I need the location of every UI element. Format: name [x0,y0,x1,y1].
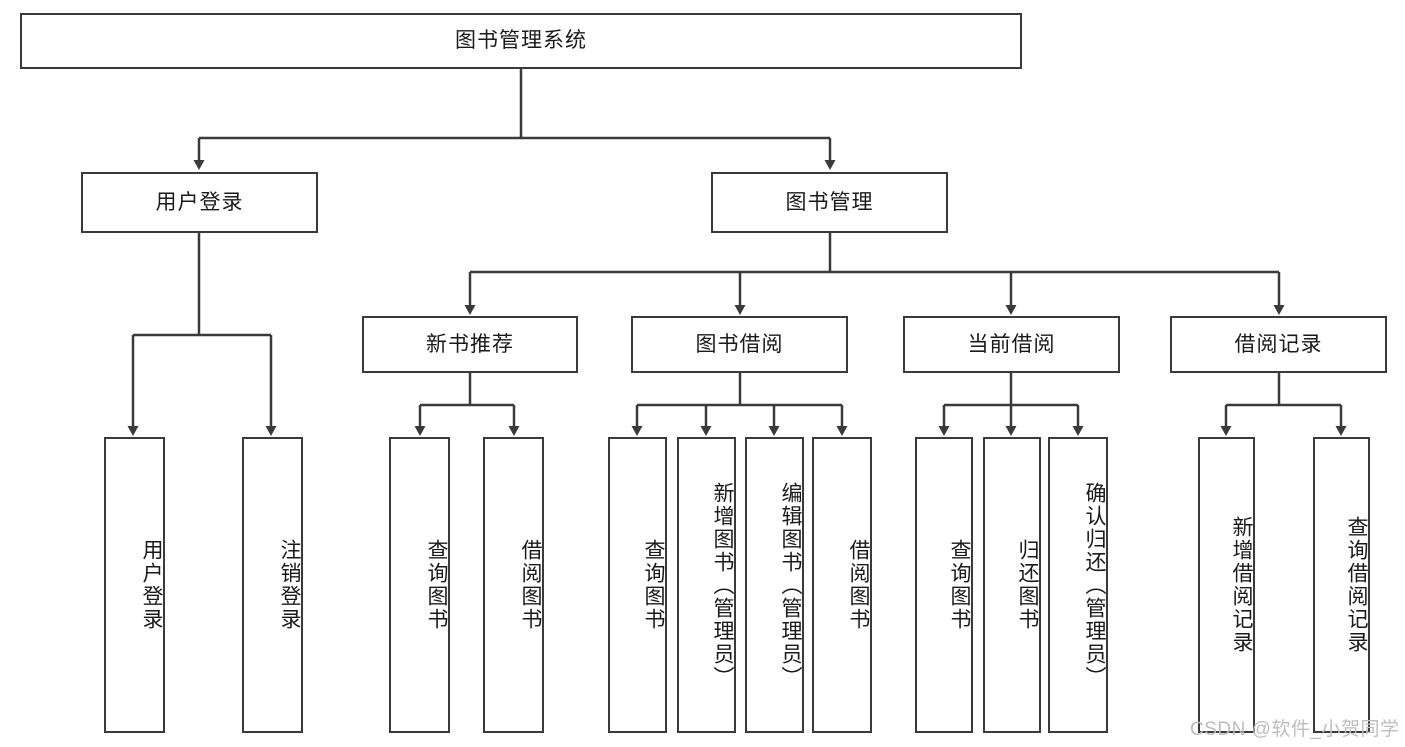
leaf-query-book-2[interactable]: 查询图书 [608,437,667,733]
leaf-add-record[interactable]: 新增借阅记录 [1198,437,1255,733]
leaf-edit-book[interactable]: 编辑图书（管理员） [745,437,804,733]
leaf-query-book-1[interactable]: 查询图书 [389,437,450,733]
leaf-borrow-book-2[interactable]: 借阅图书 [812,437,872,733]
node-book-borrow[interactable]: 图书借阅 [631,316,848,373]
node-book-management[interactable]: 图书管理 [711,172,948,233]
node-new-book-recommend-label: 新书推荐 [426,332,514,356]
node-root-label: 图书管理系统 [455,29,587,53]
leaf-query-book-2-label: 查询图书 [642,539,665,631]
leaf-user-login-label: 用户登录 [140,539,163,631]
leaf-logout-label: 注销登录 [278,539,301,631]
leaf-borrow-book-1-label: 借阅图书 [519,539,542,631]
leaf-logout[interactable]: 注销登录 [242,437,303,733]
leaf-return-book[interactable]: 归还图书 [983,437,1041,733]
leaf-query-book-3[interactable]: 查询图书 [915,437,973,733]
leaf-confirm-return[interactable]: 确认归还（管理员） [1048,437,1108,733]
node-current-borrow-label: 当前借阅 [967,332,1056,356]
watermark-label: CSDN @软件_小贺同学 [1190,719,1400,740]
node-book-management-label: 图书管理 [785,190,874,214]
leaf-query-book-3-label: 查询图书 [948,539,971,631]
leaf-borrow-book-2-label: 借阅图书 [847,539,870,631]
leaf-add-book[interactable]: 新增图书（管理员） [677,437,736,733]
node-book-borrow-label: 图书借阅 [695,332,784,356]
leaf-confirm-return-label: 确认归还（管理员） [1083,481,1106,689]
node-borrow-record-label: 借阅记录 [1234,332,1323,356]
node-current-borrow[interactable]: 当前借阅 [903,316,1120,373]
leaf-add-book-label: 新增图书（管理员） [711,481,734,689]
node-new-book-recommend[interactable]: 新书推荐 [362,316,578,373]
leaf-query-record-label: 查询借阅记录 [1345,516,1368,654]
leaf-edit-book-label: 编辑图书（管理员） [779,481,802,689]
leaf-return-book-label: 归还图书 [1016,539,1039,631]
leaf-user-login[interactable]: 用户登录 [104,437,165,733]
leaf-query-book-1-label: 查询图书 [425,539,448,631]
leaf-query-record[interactable]: 查询借阅记录 [1313,437,1370,733]
leaf-add-record-label: 新增借阅记录 [1230,516,1253,654]
watermark-text: CSDN @软件_小贺同学 [1190,714,1399,741]
node-borrow-record[interactable]: 借阅记录 [1170,316,1387,373]
leaf-borrow-book-1[interactable]: 借阅图书 [483,437,544,733]
node-user-login[interactable]: 用户登录 [81,172,318,233]
node-user-login-label: 用户登录 [155,190,244,214]
node-root[interactable]: 图书管理系统 [20,13,1022,69]
